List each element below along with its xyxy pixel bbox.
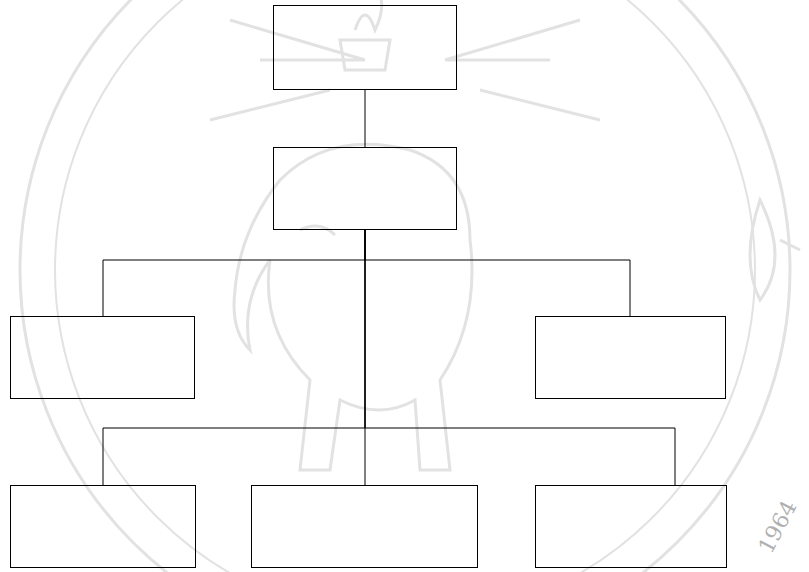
org-box: [10, 316, 195, 399]
org-connector: [103, 230, 365, 316]
org-box: [10, 485, 196, 568]
org-box: [535, 316, 726, 399]
org-connector: [365, 90, 366, 147]
org-box: [535, 485, 727, 568]
watermark-year: 1964: [753, 495, 803, 559]
org-box: [273, 5, 457, 90]
org-box: [251, 485, 478, 568]
org-connector: [365, 230, 675, 485]
org-connector: [103, 230, 365, 485]
org-box: [273, 147, 457, 230]
org-connector: [365, 230, 630, 316]
